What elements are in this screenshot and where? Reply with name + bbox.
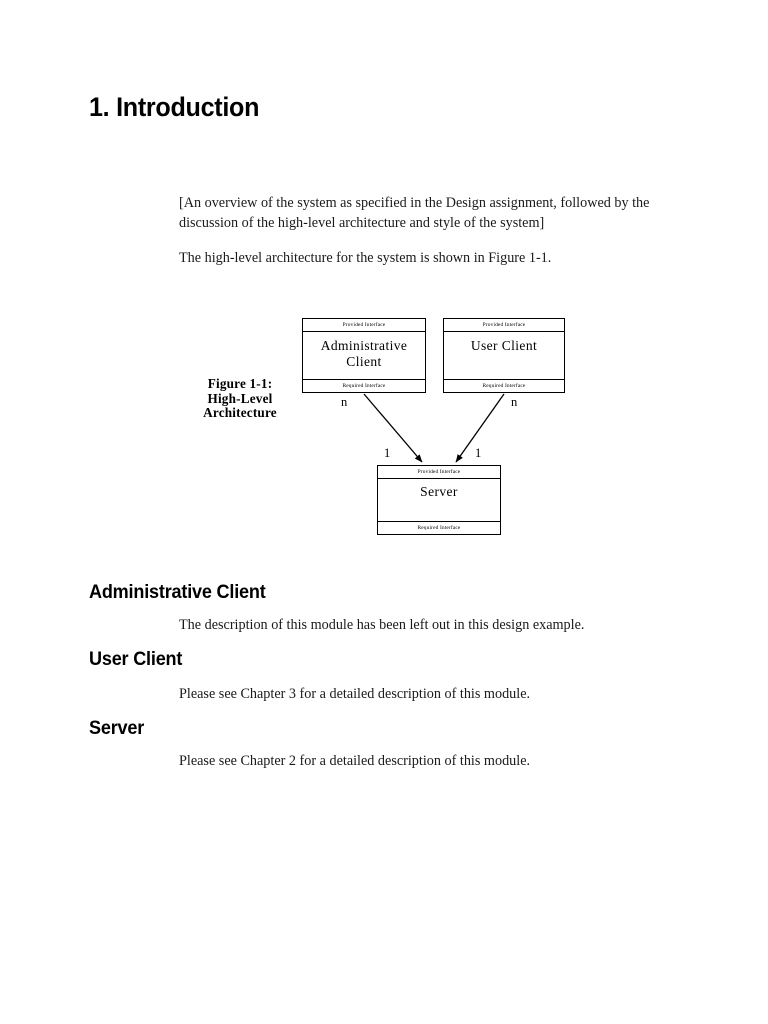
multiplicity-user-target: 1 xyxy=(475,446,482,460)
multiplicity-user-source: n xyxy=(511,395,518,409)
required-interface-band: Required Interface xyxy=(303,379,425,392)
section-body-server: Please see Chapter 2 for a detailed desc… xyxy=(179,753,531,769)
component-title-line-1: Administrative xyxy=(320,338,408,353)
connector-admin-to-server xyxy=(363,393,423,463)
figure-caption-line-3: Architecture xyxy=(203,405,277,421)
figure-caption-line-2: High-Level xyxy=(207,390,273,406)
figure-caption: Figure 1-1: High-Level Architecture xyxy=(186,376,294,421)
section-heading-administrative-client: Administrative Client xyxy=(89,582,266,603)
figure-reference-paragraph: The high-level architecture for the syst… xyxy=(179,250,552,266)
component-administrative-client: Provided Interface Administrative Client… xyxy=(302,318,426,393)
component-title: Administrative Client xyxy=(321,338,408,370)
multiplicity-admin-target: 1 xyxy=(384,446,391,460)
component-body: Administrative Client xyxy=(303,332,425,379)
overview-paragraph: [An overview of the system as specified … xyxy=(179,195,650,231)
multiplicity-admin-source: n xyxy=(341,395,348,409)
provided-interface-band: Provided Interface xyxy=(303,319,425,332)
component-server: Provided Interface Server Required Inter… xyxy=(377,465,501,535)
provided-interface-band: Provided Interface xyxy=(378,466,500,479)
component-title: Server xyxy=(420,484,458,500)
component-title: User Client xyxy=(471,338,537,354)
section-body-administrative-client: The description of this module has been … xyxy=(179,617,585,633)
section-heading-user-client: User Client xyxy=(89,649,183,670)
component-body: Server xyxy=(378,479,500,521)
provided-interface-band: Provided Interface xyxy=(444,319,564,332)
section-heading-server: Server xyxy=(89,718,145,739)
component-body: User Client xyxy=(444,332,564,379)
component-title-line-1: User Client xyxy=(470,338,538,353)
required-interface-band: Required Interface xyxy=(444,379,564,392)
figure-caption-line-1: Figure 1-1: xyxy=(207,376,273,391)
section-body-user-client: Please see Chapter 3 for a detailed desc… xyxy=(179,686,531,702)
component-title-line-2: Client xyxy=(346,354,382,369)
required-interface-band: Required Interface xyxy=(378,521,500,534)
component-user-client: Provided Interface User Client Required … xyxy=(443,318,565,393)
component-title-line-1: Server xyxy=(420,484,458,499)
page-title: 1. Introduction xyxy=(89,92,260,122)
